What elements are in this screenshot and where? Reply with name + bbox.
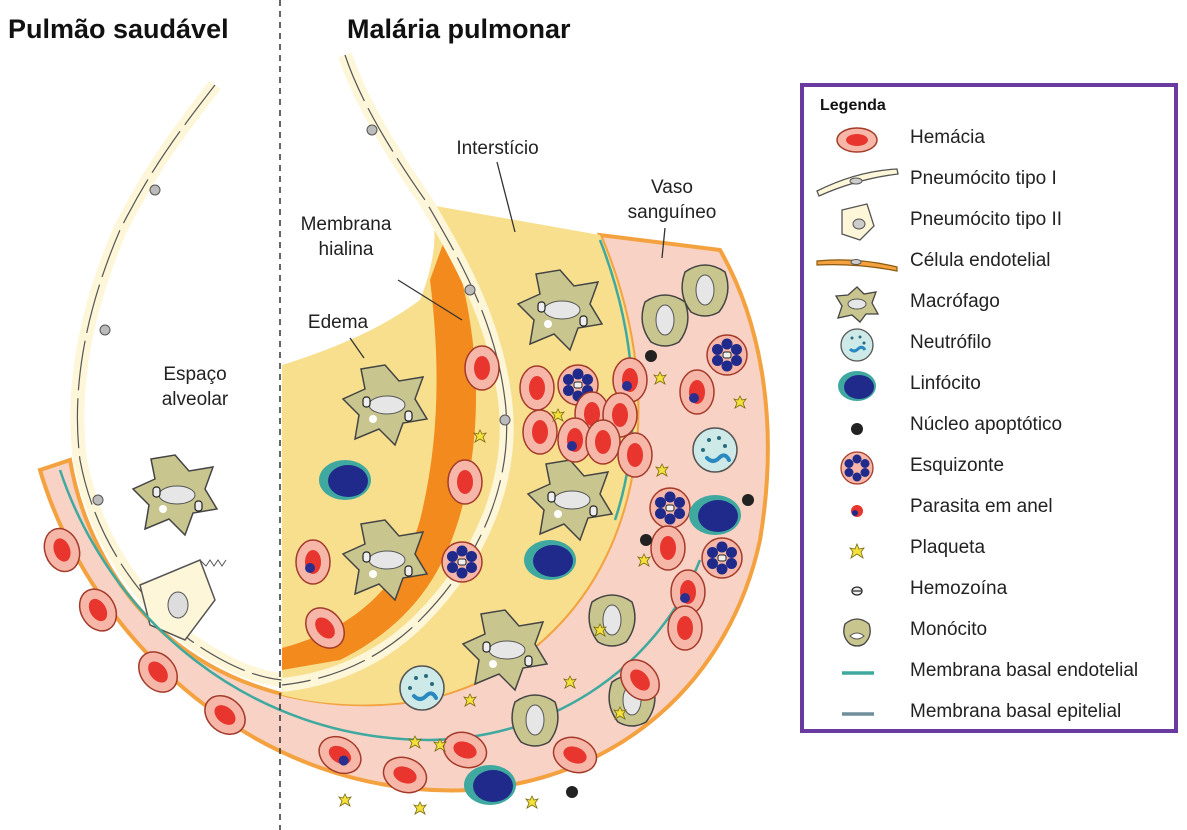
apoptotic-nucleus-icon [812,407,902,447]
legend-item-lymphocyte: Linfócito [804,366,1174,406]
alveolar-space-line2: alveolar [162,389,229,410]
hyaline-membrane-line1: Membrana [301,214,392,235]
blood-vessel-line1: Vaso [651,177,693,198]
type-2-pneumocyte-icon [812,202,902,242]
legend-label: Hemozoína [910,578,1007,600]
legend-label: Neutrófilo [910,332,991,354]
legend-title: Legenda [820,97,886,115]
healthy-lung-heading: Pulmão saudável [8,14,229,45]
legend-item-monocyte: Monócito [804,612,1174,652]
legend-label: Macrófago [910,291,1000,313]
endothelial-cell-icon [812,243,902,283]
legend-label: Membrana basal epitelial [910,701,1121,723]
legend-label: Célula endotelial [910,250,1051,272]
legend-label: Pneumócito tipo II [910,209,1062,231]
lung-diagram [0,0,790,830]
legend-label: Parasita em anel [910,496,1053,518]
legend-item-schizont: Esquizonte [804,448,1174,488]
legend-item-endothelial: Célula endotelial [804,243,1174,283]
hyaline-membrane-line2: hialina [319,239,374,260]
alveolar-space-label: Espaço alveolar [150,362,240,412]
endothelial-basal-membrane-icon [812,653,902,693]
red-blood-cell-icon [812,120,902,160]
schizont-icon [812,448,902,488]
legend-item-hemacia: Hemácia [804,120,1174,160]
legend-item-apoptotic: Núcleo apoptótico [804,407,1174,447]
legend-item-epithelial-basal: Membrana basal epitelial [804,694,1174,734]
epithelial-basal-membrane-icon [812,694,902,734]
hyaline-membrane-label: Membrana hialina [296,212,396,262]
legend-item-pneumocyte-2: Pneumócito tipo II [804,202,1174,242]
legend-label: Linfócito [910,373,981,395]
lymphocyte-icon [812,366,902,406]
legend-item-pneumocyte-1: Pneumócito tipo I [804,161,1174,201]
legend-label: Pneumócito tipo I [910,168,1057,190]
ring-parasite-icon [812,489,902,529]
legend-item-macrophage: Macrófago [804,284,1174,324]
legend-label: Núcleo apoptótico [910,414,1062,436]
platelet-icon [812,530,902,570]
legend-label: Plaqueta [910,537,985,559]
blood-vessel-line2: sanguíneo [628,202,717,223]
legend-item-hemozoin: Hemozoína [804,571,1174,611]
blood-vessel-label: Vaso sanguíneo [622,175,722,225]
legend-item-neutrophil: Neutrófilo [804,325,1174,365]
legend-item-platelet: Plaqueta [804,530,1174,570]
monocyte-icon [812,612,902,652]
macrophage-icon [812,284,902,324]
legend-label: Esquizonte [910,455,1004,477]
legend-label: Membrana basal endotelial [910,660,1138,682]
hemozoin-icon [812,571,902,611]
legend-label: Monócito [910,619,987,641]
legend-item-endothelial-basal: Membrana basal endotelial [804,653,1174,693]
legend-item-ring-parasite: Parasita em anel [804,489,1174,529]
edema-label: Edema [298,310,378,335]
legend-label: Hemácia [910,127,985,149]
type-1-pneumocyte-icon [812,161,902,201]
legend-box: Legenda Hemácia Pneumócito tipo I Pneumó… [800,83,1178,733]
alveolar-space-line1: Espaço [163,364,226,385]
neutrophil-icon [812,325,902,365]
pulmonary-malaria-heading: Malária pulmonar [347,14,571,45]
interstitium-label: Interstício [440,136,555,161]
